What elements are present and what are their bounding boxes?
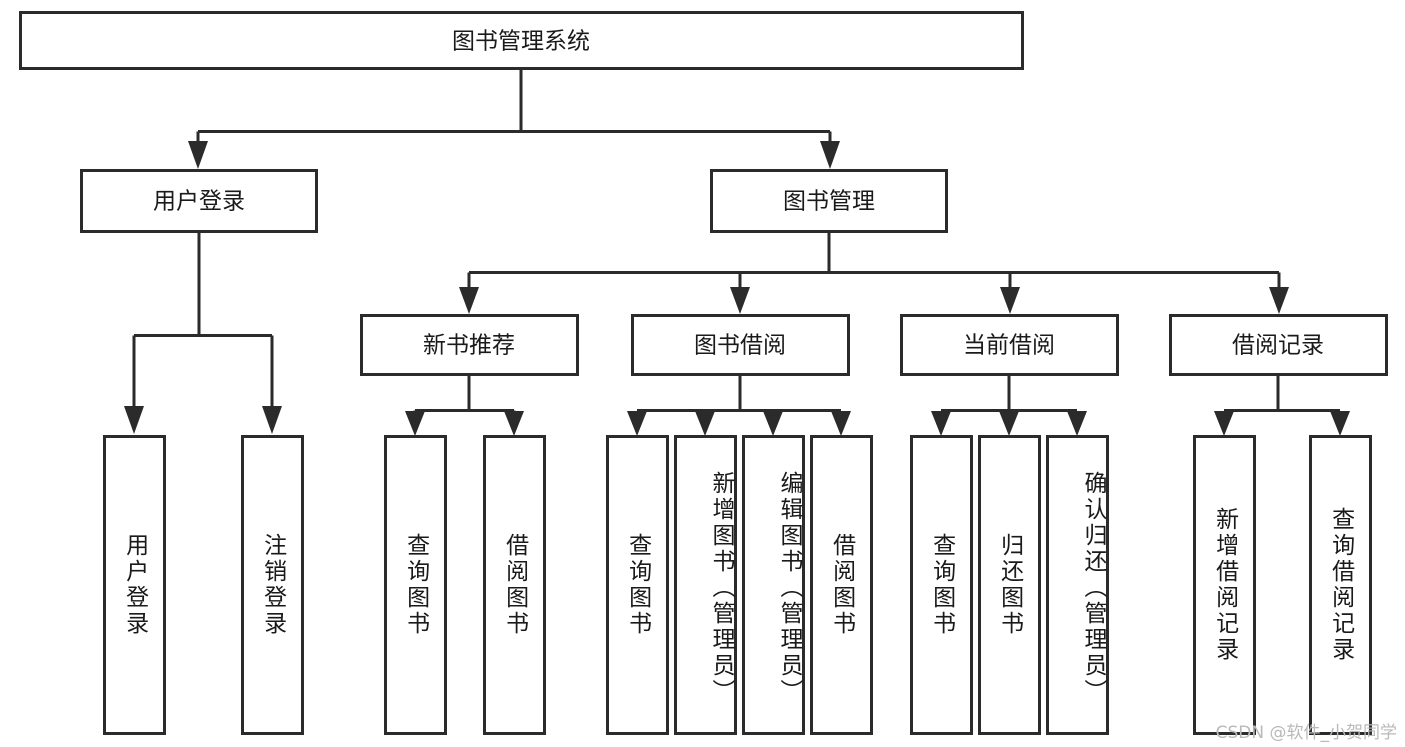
arrowhead-leaf-return-book — [999, 411, 1019, 436]
user-login-label: 用户登录 — [153, 189, 245, 215]
root-box[interactable] — [19, 11, 1024, 70]
arrowhead-book-borrow — [730, 287, 750, 314]
node-borrow-record[interactable]: 借阅记录 — [1169, 314, 1388, 376]
book-management-label: 图书管理 — [783, 189, 875, 215]
leaf-box-query-record[interactable] — [1309, 435, 1372, 735]
arrowhead-leaf-add-book — [695, 411, 715, 436]
current-borrow-box[interactable] — [900, 314, 1119, 376]
leaf-box-borrow-book-2[interactable] — [810, 435, 873, 735]
leaf-box-user-logout[interactable] — [241, 435, 304, 735]
current-borrow-label: 当前借阅 — [963, 333, 1055, 359]
node-book-management[interactable]: 图书管理 — [710, 169, 948, 233]
arrowhead-leaf-query-book-3 — [931, 411, 951, 436]
arrowhead-borrow-record — [1269, 287, 1289, 314]
node-new-book-recommend[interactable]: 新书推荐 — [360, 314, 579, 376]
node-root[interactable]: 图书管理系统 — [19, 11, 1024, 70]
leaf-box-return-book[interactable] — [978, 435, 1041, 735]
leaf-box-user-login[interactable] — [103, 435, 166, 735]
leaf-box-confirm-return[interactable] — [1046, 435, 1109, 735]
arrowhead-leaf-query-record — [1330, 411, 1350, 436]
arrowhead-book-management — [820, 141, 840, 169]
arrowhead-leaf-edit-book — [763, 411, 783, 436]
arrowhead-leaf-user-logout — [262, 406, 282, 434]
leaf-box-edit-book[interactable] — [742, 435, 805, 735]
arrowhead-leaf-query-book-1 — [405, 411, 425, 436]
root-label: 图书管理系统 — [452, 29, 590, 55]
book-management-box[interactable] — [710, 169, 948, 233]
node-book-borrow[interactable]: 图书借阅 — [631, 314, 850, 376]
arrowhead-user-login — [188, 141, 208, 169]
csdn-watermark: CSDN @软件_小贺同学 — [1215, 723, 1397, 743]
leaf-box-query-book-1[interactable] — [384, 435, 447, 735]
borrow-record-label: 借阅记录 — [1232, 333, 1324, 359]
arrowhead-leaf-add-record — [1214, 411, 1234, 436]
new-book-recommend-box[interactable] — [360, 314, 579, 376]
book-borrow-box[interactable] — [631, 314, 850, 376]
borrow-record-box[interactable] — [1169, 314, 1388, 376]
leaf-box-query-book-3[interactable] — [910, 435, 973, 735]
arrowhead-current-borrow — [1000, 287, 1020, 314]
node-current-borrow[interactable]: 当前借阅 — [900, 314, 1119, 376]
arrowhead-leaf-query-book-2 — [627, 411, 647, 436]
leaf-box-add-book[interactable] — [674, 435, 737, 735]
arrowhead-leaf-user-login — [124, 406, 144, 434]
arrowhead-new-book-recommend — [459, 287, 479, 314]
book-borrow-label: 图书借阅 — [694, 333, 786, 359]
new-book-recommend-label: 新书推荐 — [423, 333, 515, 359]
arrowhead-leaf-borrow-book-1 — [504, 411, 524, 436]
leaf-box-query-book-2[interactable] — [606, 435, 669, 735]
node-user-login[interactable]: 用户登录 — [80, 169, 318, 233]
leaf-box-add-record[interactable] — [1193, 435, 1256, 735]
leaf-box-borrow-book-1[interactable] — [483, 435, 546, 735]
arrowhead-leaf-confirm-return — [1067, 411, 1087, 436]
arrowhead-leaf-borrow-book-2 — [831, 411, 851, 436]
